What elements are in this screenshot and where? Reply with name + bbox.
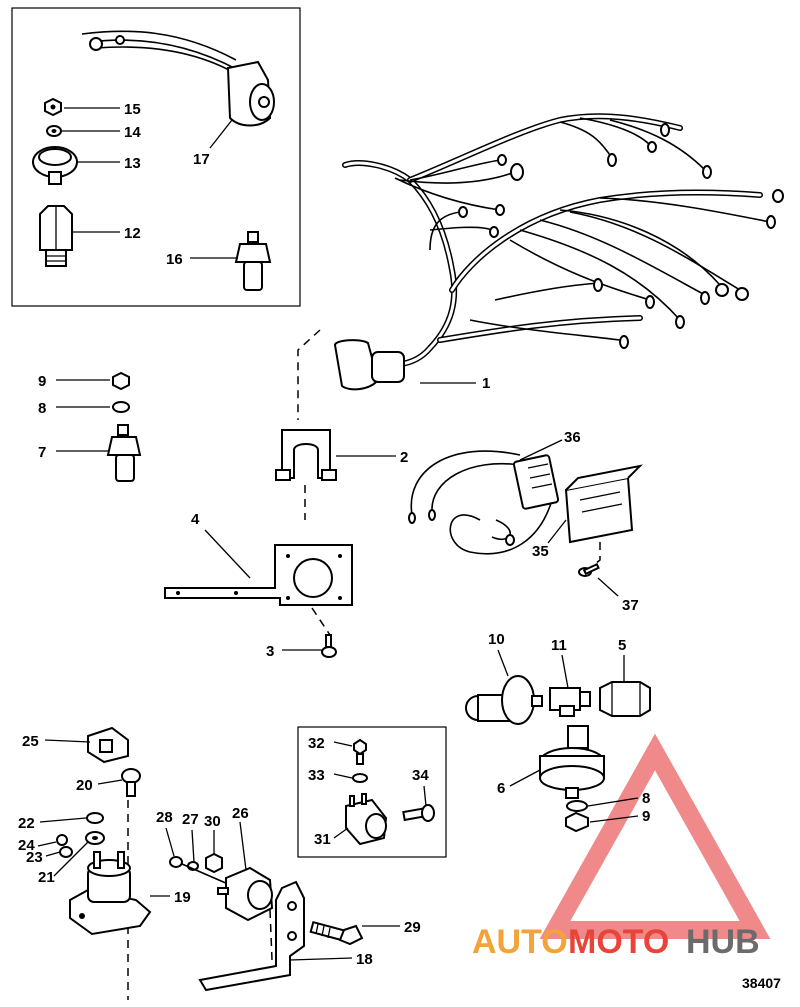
callout-12: 12 bbox=[124, 225, 141, 242]
callout-17: 17 bbox=[193, 151, 210, 168]
part-24-nut bbox=[56, 834, 68, 846]
callout-37: 37 bbox=[622, 597, 639, 614]
callout-20: 20 bbox=[76, 777, 93, 794]
watermark-hub: HUB bbox=[686, 923, 760, 961]
inset-frame bbox=[11, 7, 301, 307]
assembly-line-5 bbox=[269, 909, 273, 961]
callout-24: 24 bbox=[18, 837, 35, 854]
callout-18: 18 bbox=[356, 951, 373, 968]
assembly-line-4 bbox=[181, 863, 229, 885]
part-4-bracket bbox=[164, 544, 353, 606]
figure-number: 38407 bbox=[742, 975, 781, 991]
callout-9: 9 bbox=[38, 373, 46, 390]
part-33-washer bbox=[352, 773, 368, 783]
callout-4: 4 bbox=[191, 511, 200, 528]
callout-8-right: 8 bbox=[642, 790, 650, 807]
callout-9-right: 9 bbox=[642, 808, 650, 825]
callout-15: 15 bbox=[124, 101, 141, 118]
part-36-harness bbox=[408, 450, 560, 555]
part-19-solenoid bbox=[69, 851, 152, 936]
part-8-washer-right bbox=[566, 800, 588, 812]
callout-19: 19 bbox=[174, 889, 191, 906]
callout-21: 21 bbox=[38, 869, 55, 886]
watermark-triangle bbox=[539, 733, 771, 939]
callout-1: 1 bbox=[482, 375, 490, 392]
callout-2: 2 bbox=[400, 449, 408, 466]
part-5-adapter bbox=[599, 681, 651, 717]
callout-14: 14 bbox=[124, 124, 141, 141]
part-17-relay bbox=[81, 30, 275, 127]
callout-36: 36 bbox=[564, 429, 581, 446]
callout-7: 7 bbox=[38, 444, 46, 461]
callout-33: 33 bbox=[308, 767, 325, 784]
part-16-temp-sender bbox=[234, 231, 272, 291]
callout-3: 3 bbox=[266, 643, 274, 660]
callout-23: 23 bbox=[26, 849, 43, 866]
callout-6: 6 bbox=[497, 780, 505, 797]
callout-30: 30 bbox=[204, 813, 221, 830]
callout-16: 16 bbox=[166, 251, 183, 268]
callout-29: 29 bbox=[404, 919, 421, 936]
part-28-washer bbox=[169, 856, 183, 868]
part-13-sender bbox=[32, 146, 78, 185]
callout-labels: 1 2 3 4 5 6 7 8 9 10 11 12 13 14 15 16 1… bbox=[18, 101, 650, 968]
part-32-screw bbox=[353, 738, 367, 765]
part-12-adapter bbox=[39, 205, 73, 267]
leader-lines bbox=[37, 107, 639, 961]
part-31-switch bbox=[345, 793, 388, 846]
assembly-line-1 bbox=[297, 329, 321, 420]
callout-25: 25 bbox=[22, 733, 39, 750]
part-26-solenoid bbox=[217, 866, 274, 922]
part-9-nut-left bbox=[112, 371, 130, 391]
callout-27: 27 bbox=[182, 811, 199, 828]
part-1-wiring-harness bbox=[333, 113, 784, 391]
callout-34: 34 bbox=[412, 767, 429, 784]
callout-26: 26 bbox=[232, 805, 249, 822]
part-34-screw bbox=[402, 804, 435, 822]
callout-31: 31 bbox=[314, 831, 331, 848]
part-21-washer bbox=[85, 831, 105, 845]
part-11-tee-fitting bbox=[549, 687, 591, 717]
part-14-washer bbox=[46, 125, 62, 137]
callout-10: 10 bbox=[488, 631, 505, 648]
watermark-logo bbox=[539, 733, 771, 939]
part-6-pressure-sender bbox=[539, 725, 605, 799]
part-35-module bbox=[564, 464, 644, 569]
callout-13: 13 bbox=[124, 155, 141, 172]
part-22-washer bbox=[86, 812, 104, 824]
watermark-moto: MOTO bbox=[568, 923, 669, 961]
part-37-screw bbox=[578, 562, 600, 577]
watermark-auto: AUTO bbox=[472, 923, 568, 961]
callout-8: 8 bbox=[38, 400, 46, 417]
part-8-washer-left bbox=[112, 401, 130, 413]
part-20-screw bbox=[121, 768, 141, 797]
inset-frame-small bbox=[297, 726, 447, 858]
part-15-nut bbox=[44, 97, 62, 117]
callout-32: 32 bbox=[308, 735, 325, 752]
part-10-switch bbox=[465, 675, 543, 725]
callout-22: 22 bbox=[18, 815, 35, 832]
part-30-nut bbox=[205, 852, 223, 874]
part-29-bolt bbox=[309, 920, 364, 946]
callout-35: 35 bbox=[532, 543, 549, 560]
callout-28: 28 bbox=[156, 809, 173, 826]
part-7-sender bbox=[106, 424, 142, 482]
part-9-nut-right bbox=[565, 811, 589, 833]
watermark-text: AUTO MOTO HUB bbox=[472, 923, 760, 961]
part-25-clip bbox=[87, 726, 129, 764]
part-2-grommet bbox=[275, 429, 337, 481]
part-23-washer bbox=[59, 846, 73, 858]
part-18-bracket bbox=[198, 880, 305, 992]
callout-11: 11 bbox=[551, 637, 567, 654]
part-3-screw bbox=[311, 607, 337, 658]
callout-5: 5 bbox=[618, 637, 626, 654]
